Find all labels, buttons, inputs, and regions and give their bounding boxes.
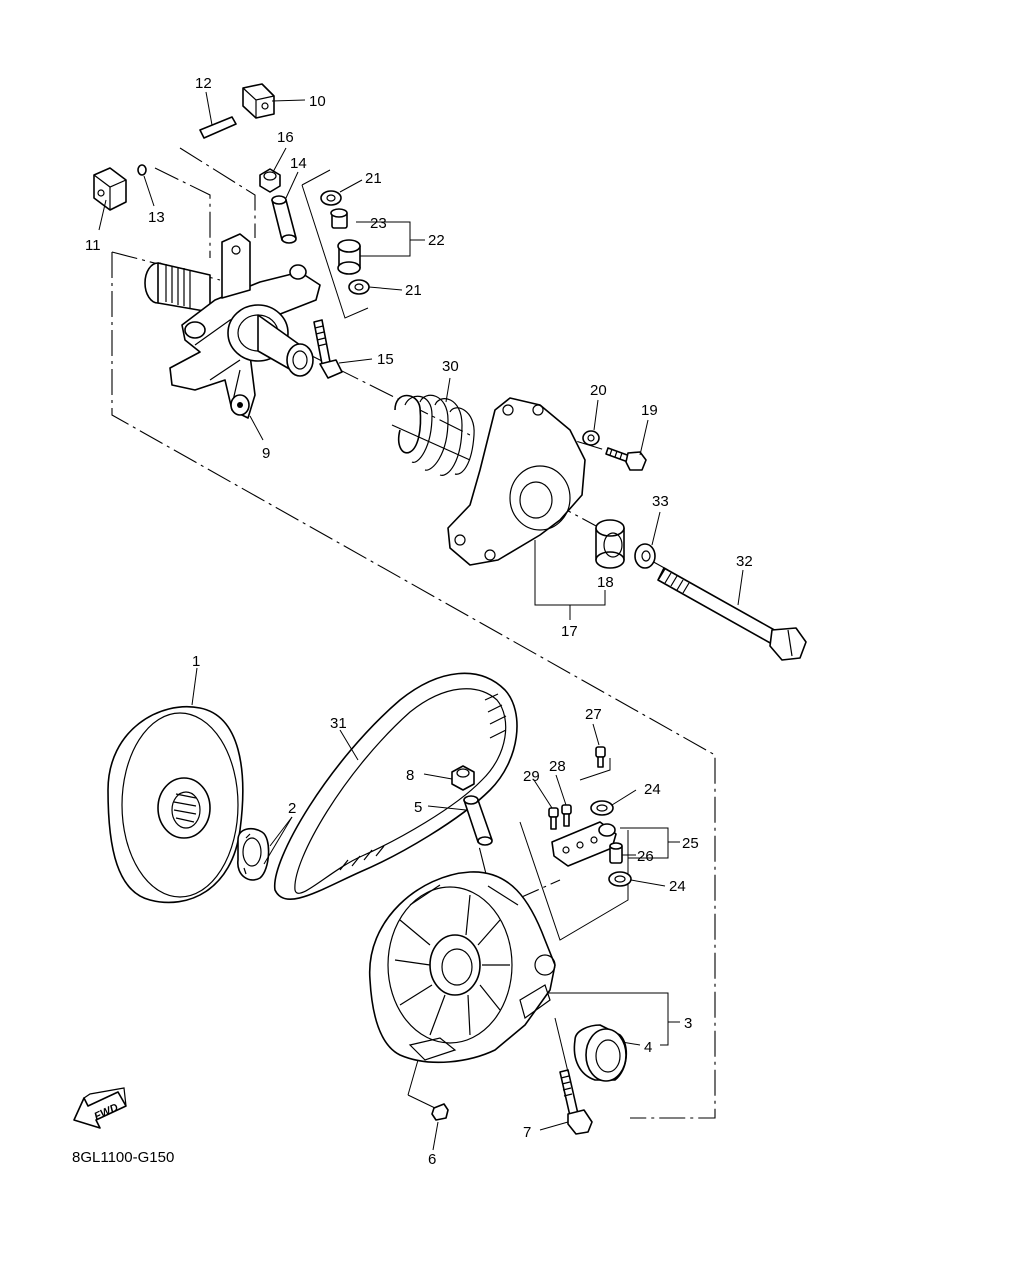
callout-33: 33	[652, 493, 669, 510]
nut-part-8	[451, 765, 475, 791]
callout-10: 10	[309, 93, 326, 110]
bushing-part-23	[330, 208, 348, 229]
callout-27: 27	[585, 706, 602, 723]
callout-3: 3	[684, 1015, 692, 1032]
cap-part-10	[242, 83, 275, 119]
callout-21-top: 21	[365, 170, 382, 187]
roller-part-22	[337, 239, 361, 275]
callout-26: 26	[637, 848, 654, 865]
callout-7: 7	[523, 1124, 531, 1141]
callout-24-bottom: 24	[669, 878, 686, 895]
callout-9: 9	[262, 445, 270, 462]
plug-part-6	[431, 1103, 449, 1121]
callout-15: 15	[377, 351, 394, 368]
drawing-code: 8GL1100-G150	[72, 1149, 174, 1166]
callout-5: 5	[414, 799, 422, 816]
bolt-part-32	[657, 567, 807, 661]
drive-belt-part-31	[274, 672, 518, 900]
bolt-part-7	[559, 1069, 593, 1135]
callout-4: 4	[644, 1039, 652, 1056]
callout-23: 23	[370, 215, 387, 232]
cap-part-11	[93, 167, 127, 211]
callout-13: 13	[148, 209, 165, 226]
fixed-sheave-part-1	[107, 706, 244, 904]
callout-32: 32	[736, 553, 753, 570]
callout-17: 17	[561, 623, 578, 640]
bushing-part-4	[573, 1024, 628, 1082]
callout-21-bottom: 21	[405, 282, 422, 299]
bolt-part-15	[313, 319, 343, 379]
washer-part-24-bottom	[608, 871, 632, 887]
callout-19: 19	[641, 402, 658, 419]
callout-labels: 1 2 3 4 5 6 7 8 9 10 11 12 13 14 15 16 1…	[85, 75, 753, 1168]
bolt-part-19	[605, 447, 647, 471]
callout-2: 2	[288, 800, 296, 817]
washer-part-21-bottom	[348, 279, 370, 295]
callout-22: 22	[428, 232, 445, 249]
bushing-part-2	[237, 827, 270, 881]
callout-12: 12	[195, 75, 212, 92]
callout-20: 20	[590, 382, 607, 399]
collar-part-26	[609, 842, 623, 864]
callout-leaders	[98, 91, 744, 1151]
washer-part-33	[634, 543, 656, 569]
callout-14: 14	[290, 155, 307, 172]
movable-sheave-part-3	[369, 871, 556, 1064]
bushing-part-18	[595, 519, 625, 569]
callout-6: 6	[428, 1151, 436, 1168]
callout-16: 16	[277, 129, 294, 146]
callout-31: 31	[330, 715, 347, 732]
callout-28: 28	[549, 758, 566, 775]
nut-part-16	[259, 168, 281, 193]
collar-part-5	[463, 795, 493, 846]
callout-25: 25	[682, 835, 699, 852]
oring-part-13	[137, 164, 147, 176]
callout-24-top: 24	[644, 781, 661, 798]
screw-part-29	[548, 807, 559, 830]
spring-part-30	[391, 394, 475, 476]
sheave-plate-part-17	[447, 397, 586, 566]
spider-hub-part-9	[144, 233, 321, 419]
callout-29: 29	[523, 768, 540, 785]
forward-direction-arrow-icon: FWD	[73, 1087, 127, 1129]
washer-part-24-top	[590, 800, 614, 816]
collar-part-14	[271, 195, 297, 244]
bracket-leaders	[301, 169, 680, 1046]
callout-1: 1	[192, 653, 200, 670]
washer-part-21-top	[320, 190, 342, 206]
screw-part-28	[561, 804, 572, 827]
callout-18: 18	[597, 574, 614, 591]
pin-part-12	[199, 116, 237, 139]
callout-8: 8	[406, 767, 414, 784]
screw-part-27	[595, 746, 606, 768]
callout-30: 30	[442, 358, 459, 375]
callout-11: 11	[85, 237, 101, 254]
washer-part-20	[582, 430, 600, 446]
